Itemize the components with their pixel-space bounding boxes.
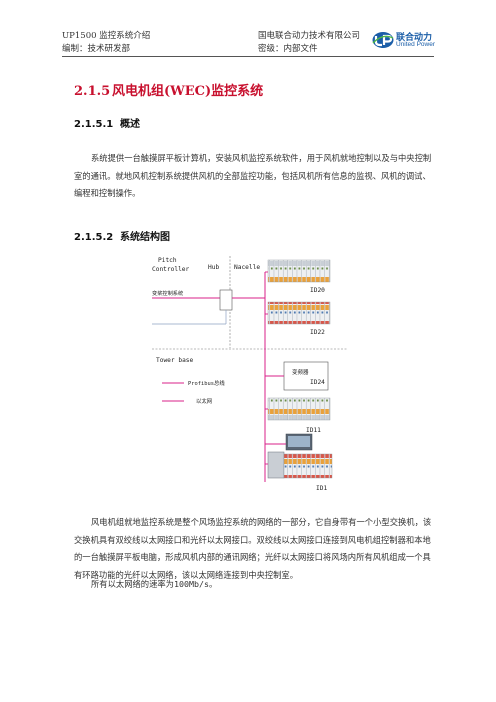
structure-number: 2.1.5.2: [74, 232, 114, 243]
controller-module-id11: [267, 397, 331, 421]
pitch-system-label: 变桨控制系统: [152, 289, 183, 297]
slip-ring-box: [219, 289, 233, 311]
legend-profibus-label: Profibus总线: [188, 379, 225, 387]
overview-title: 概述: [120, 119, 140, 130]
logo-text-cn: 联合动力: [396, 33, 433, 43]
structure-heading: 2.1.5.2 系统结构图: [74, 228, 170, 243]
controller-module-id22: [267, 301, 331, 325]
section-title: 风电机组(WEC)监控系统: [112, 84, 264, 99]
main-cpu-unit: [267, 451, 285, 479]
system-structure-diagram: Pitch Controller Hub Nacelle 变桨控制系统 ID20…: [152, 256, 348, 492]
id22-label: ID22: [310, 329, 325, 336]
tower-base-label: Tower base: [156, 357, 194, 364]
header-doc-title: UP1500 监控系统介绍: [62, 31, 151, 41]
speed-value: 100Mb/s: [173, 579, 209, 589]
section-number: 2.1.5: [74, 84, 111, 99]
pitch-controller-label-2: Controller: [152, 266, 190, 273]
header-author: 编制：技术研发部: [62, 44, 131, 54]
speed-suffix: 。: [208, 579, 218, 589]
id20-label: ID20: [310, 287, 325, 294]
pitch-controller-label-1: Pitch: [158, 257, 177, 264]
converter-label: 变频器: [292, 368, 309, 376]
header-classification: 密级：内部文件: [258, 44, 318, 54]
overview-number: 2.1.5.1: [74, 119, 114, 130]
company-logo: 联合动力 United Power: [372, 30, 438, 52]
id11-label: ID11: [306, 427, 321, 434]
speed-prefix: 所有以太网络的速率为: [91, 579, 174, 589]
logo-text-en: United Power: [396, 41, 436, 48]
hub-label: Hub: [208, 264, 219, 271]
legend-ethernet-label: 以太网: [196, 397, 212, 405]
ethernet-speed-line: 所有以太网络的速率为100Mb/s。: [91, 576, 217, 593]
nacelle-label: Nacelle: [234, 264, 260, 271]
overview-heading: 2.1.5.1 概述: [74, 115, 140, 130]
header-company: 国电联合动力技术有限公司: [258, 31, 361, 41]
header-divider: [62, 56, 434, 57]
logo-mark-icon: [372, 32, 394, 48]
structure-title: 系统结构图: [120, 232, 170, 243]
controller-module-id1: [283, 453, 333, 479]
description-paragraph: 风电机组就地监控系统是整个风场监控系统的网络的一部分，它自身带有一个小型交换机，…: [74, 514, 432, 584]
id24-label: ID24: [310, 379, 325, 386]
controller-module-id20: [267, 259, 331, 283]
overview-paragraph: 系统提供一台触摸屏平板计算机，安装风机监控系统软件，用于风机就地控制以及与中央控…: [74, 150, 432, 203]
overview-text: 系统提供一台触摸屏平板计算机，安装风机监控系统软件，用于风机就地控制以及与中央控…: [74, 153, 432, 199]
description-text: 风电机组就地监控系统是整个风场监控系统的网络的一部分，它自身带有一个小型交换机，…: [74, 517, 432, 580]
id1-label: ID1: [316, 485, 327, 492]
